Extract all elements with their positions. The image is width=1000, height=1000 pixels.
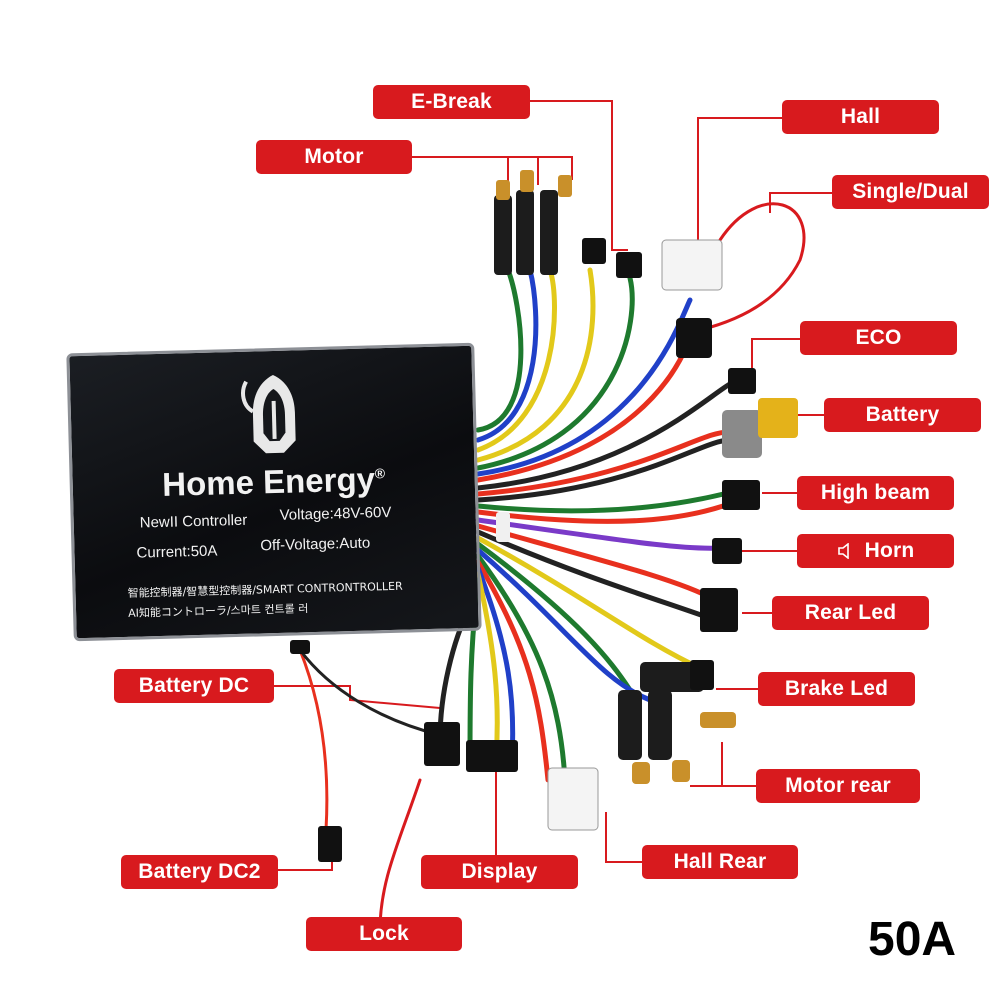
label-horn-box: Horn [797,534,954,568]
label-single-dual: Single/Dual [832,175,989,209]
label-display: Display [421,855,578,889]
leader-motor [412,156,573,180]
label-battery: Battery [824,398,981,432]
leader-motor-rear [721,742,756,787]
label-brake-led: Brake Led [758,672,915,706]
connectors [290,170,798,862]
leader-hall-rear [605,812,642,863]
brand-text: Home Energy [161,460,376,503]
label-motor-rear: Motor rear [756,769,920,803]
label-high-beam: High beam [797,476,954,510]
multilingual-line-2: AI知能コントローラ/스마트 컨트롤 러 [127,602,309,620]
label-hall: Hall [782,100,939,134]
label-eco: ECO [800,321,957,355]
current-text: Current:50A [136,542,218,562]
registered-mark: ® [374,465,386,482]
label-e-break: E-Break [373,85,530,119]
current-rating: 50A [868,913,957,966]
label-lock: Lock [306,917,462,951]
voltage-text: Voltage:48V-60V [279,503,392,524]
label-horn: Horn [864,539,915,562]
label-motor: Motor [256,140,412,174]
leader-hall [697,117,782,270]
multilingual-line-1: 智能控制器/智慧型控制器/SMART CONTRONTROLLER [127,579,403,600]
controller-box: Home Energy® NewII Controller Voltage:48… [66,342,482,642]
brand-name: Home Energy® [72,458,475,507]
off-voltage-text: Off-Voltage:Auto [260,534,371,555]
leader-e-break [530,100,628,251]
label-hall-rear: Hall Rear [642,845,798,879]
leader-single-dual [769,192,832,213]
label-battery-dc: Battery DC [114,669,274,703]
leader-eco [751,338,800,372]
label-battery-dc2: Battery DC2 [121,855,278,889]
speaker-icon [837,543,849,559]
leader-battery-dc [274,685,441,709]
model-text: NewII Controller [139,511,248,532]
label-rear-led: Rear Led [772,596,929,630]
spartan-helmet-logo [241,374,296,454]
wires [298,202,806,932]
